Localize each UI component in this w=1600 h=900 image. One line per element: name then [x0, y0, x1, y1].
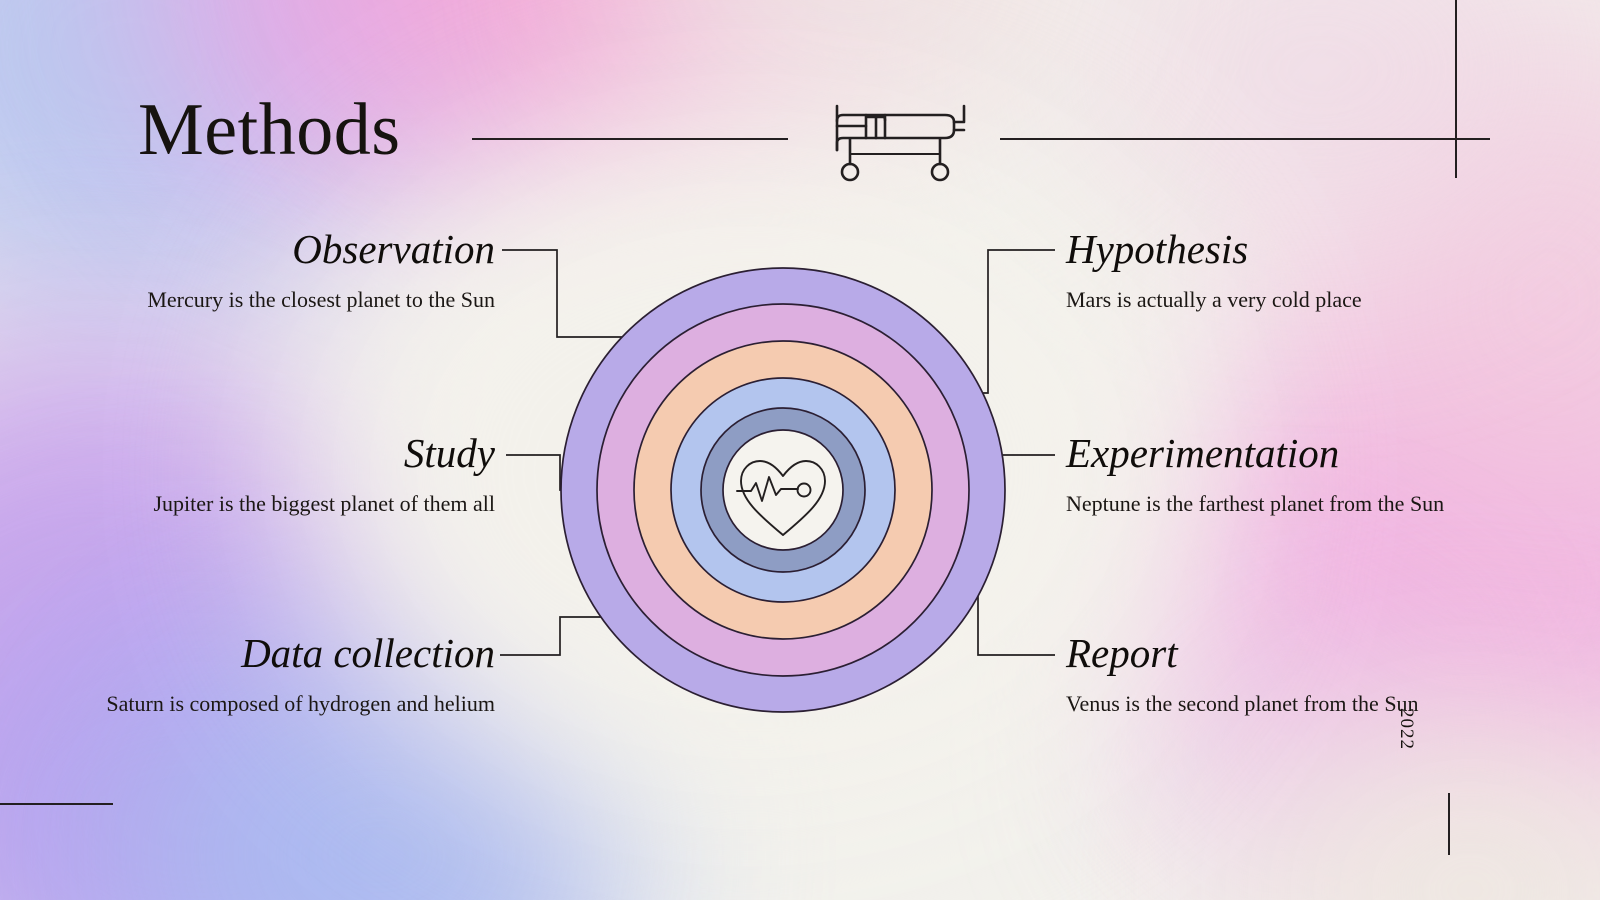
label-report-description: Venus is the second planet from the Sun: [1066, 691, 1419, 717]
heart-pulse-icon: [736, 460, 826, 536]
label-study[interactable]: Study Jupiter is the biggest planet of t…: [0, 430, 495, 518]
label-hypothesis-description: Mars is actually a very cold place: [1066, 287, 1362, 313]
title-divider-right: [1000, 138, 1490, 140]
page-title: Methods: [138, 89, 401, 171]
corner-rule-bottom-left: [0, 803, 113, 805]
ring-center-cream: [722, 429, 844, 551]
label-observation-title: Observation: [292, 226, 495, 272]
hospital-bed-icon: [835, 104, 966, 182]
label-data-collection-description: Saturn is composed of hydrogen and heliu…: [106, 691, 495, 717]
label-experimentation-description: Neptune is the farthest planet from the …: [1066, 491, 1445, 517]
label-report[interactable]: Report Venus is the second planet from t…: [1066, 630, 1486, 718]
corner-rule-top-right: [1455, 0, 1457, 178]
label-data-collection-title: Data collection: [241, 630, 495, 676]
title-divider-left: [472, 138, 788, 140]
label-experimentation[interactable]: Experimentation Neptune is the farthest …: [1066, 430, 1486, 518]
label-study-title: Study: [403, 430, 495, 476]
label-observation[interactable]: Observation Mercury is the closest plane…: [0, 226, 495, 314]
label-hypothesis[interactable]: Hypothesis Mars is actually a very cold …: [1066, 226, 1486, 314]
concentric-rings-diagram: [560, 267, 1006, 713]
label-experimentation-title: Experimentation: [1066, 430, 1340, 476]
label-report-title: Report: [1066, 630, 1178, 676]
label-hypothesis-title: Hypothesis: [1066, 226, 1249, 272]
corner-rule-bottom-right: [1448, 793, 1450, 855]
label-observation-description: Mercury is the closest planet to the Sun: [147, 287, 495, 313]
label-data-collection[interactable]: Data collection Saturn is composed of hy…: [0, 630, 495, 718]
label-study-description: Jupiter is the biggest planet of them al…: [153, 491, 495, 517]
